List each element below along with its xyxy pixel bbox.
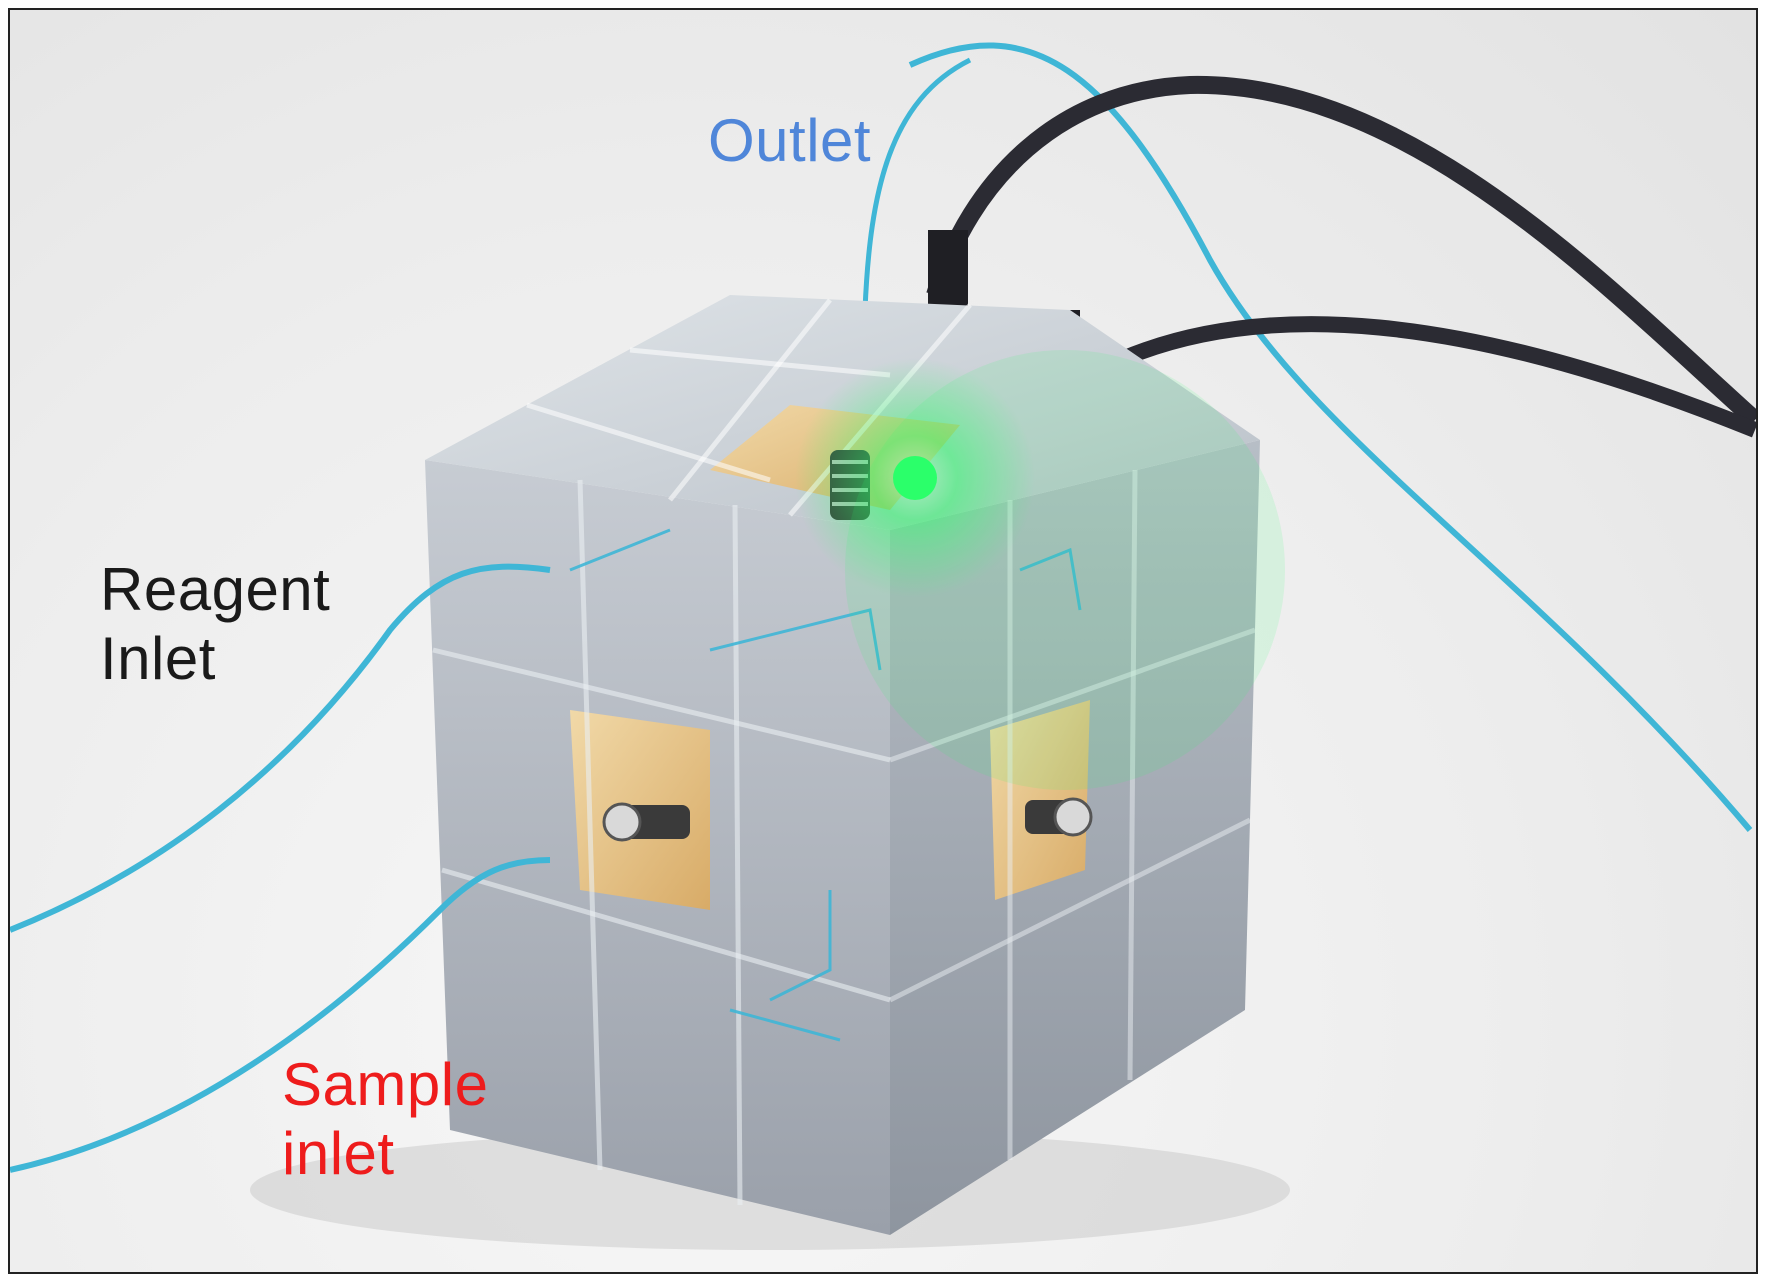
outlet-tube — [908, 42, 1753, 832]
outlet-tube-upper — [862, 57, 972, 311]
wire-upper — [926, 75, 1756, 427]
reagent-inlet-line2: Inlet — [100, 625, 216, 692]
outlet-label-text: Outlet — [708, 107, 872, 174]
sample-inlet-line1: Sample — [282, 1051, 489, 1118]
photo: Outlet Reagent Inlet Sample inlet — [8, 8, 1758, 1274]
sample-inlet-line2: inlet — [282, 1120, 395, 1187]
led — [893, 456, 937, 500]
reagent-tube — [10, 563, 551, 933]
wire-lower — [1116, 316, 1756, 438]
sample-inlet-label: Sample inlet — [282, 1050, 488, 1188]
reagent-inlet-label: Reagent Inlet — [100, 555, 330, 693]
led-halo — [845, 350, 1285, 790]
sample-tube — [10, 857, 551, 1173]
outlet-label: Outlet — [708, 106, 871, 175]
cube-device-illustration — [10, 42, 1756, 1250]
reagent-inlet-line1: Reagent — [100, 556, 331, 623]
